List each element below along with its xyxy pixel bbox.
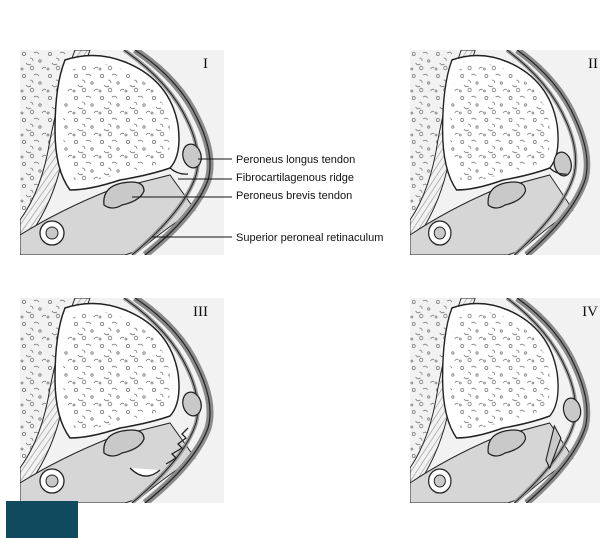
roman-numeral-panel-4: IV xyxy=(582,304,598,320)
roman-numeral-panel-3: III xyxy=(193,304,208,320)
vessel-inner xyxy=(46,227,58,239)
panel-3: III xyxy=(20,298,224,503)
roman-numeral-panel-1: I xyxy=(203,56,208,72)
vessel-inner xyxy=(434,475,445,487)
roman-numeral-panel-2: II xyxy=(588,56,598,72)
panel-1: I xyxy=(20,50,224,255)
label-fibrocartilagenous-ridge: Fibrocartilagenous ridge xyxy=(236,172,354,184)
corner-block xyxy=(6,501,78,538)
label-peroneus-brevis-tendon: Peroneus brevis tendon xyxy=(236,190,352,202)
vessel-inner xyxy=(46,475,58,487)
panel-2: II xyxy=(410,50,600,255)
label-superior-peroneal-retinaculum: Superior peroneal retinaculum xyxy=(236,232,383,244)
label-peroneus-longus-tendon: Peroneus longus tendon xyxy=(236,154,355,166)
vessel-inner xyxy=(434,227,445,239)
panel-4: IV xyxy=(410,298,600,503)
